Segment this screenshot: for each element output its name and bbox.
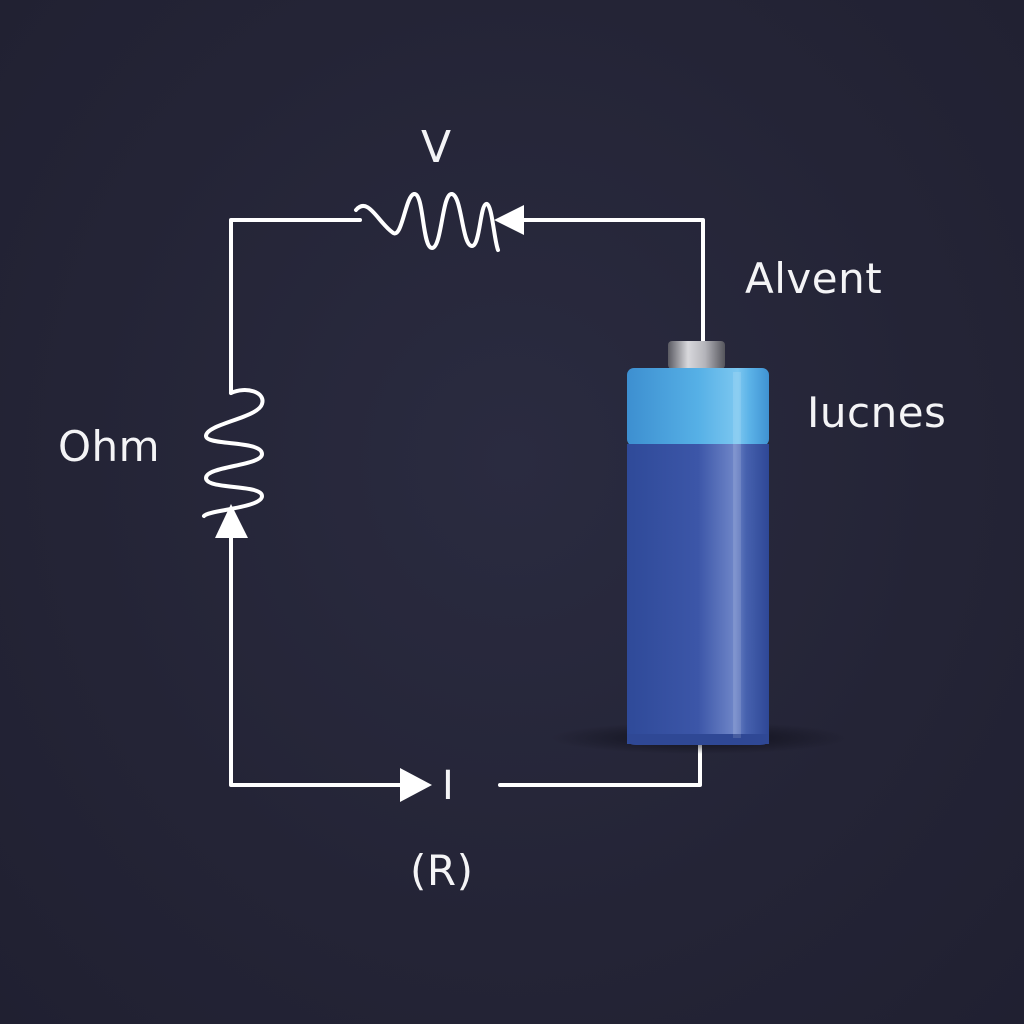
wire-left-lower — [229, 528, 412, 787]
battery-cell-icon — [550, 341, 850, 754]
battery-side-label: Iucnes — [807, 388, 947, 437]
wire-top-left — [229, 218, 362, 395]
battery-highlight — [733, 372, 741, 738]
battery-terminal — [668, 341, 725, 369]
current-label: I — [442, 763, 455, 809]
arrowhead-icon — [400, 768, 432, 802]
battery-body — [627, 444, 769, 744]
wire-top-right — [518, 218, 705, 347]
voltage-label: V — [421, 122, 452, 173]
battery-top-label: Alvent — [745, 254, 883, 303]
wire-bottom-right — [498, 740, 702, 787]
arrowhead-icon — [215, 504, 248, 538]
resistor-label: Ohm — [58, 422, 161, 471]
arrowhead-icon — [494, 205, 524, 235]
wires — [229, 218, 705, 787]
battery-bottom-round — [627, 734, 769, 745]
resistor-zigzag-icon — [202, 388, 265, 518]
resistance-label: (R) — [410, 846, 474, 895]
battery-top-band — [627, 368, 769, 446]
resistor-zigzag-icon — [354, 192, 500, 252]
